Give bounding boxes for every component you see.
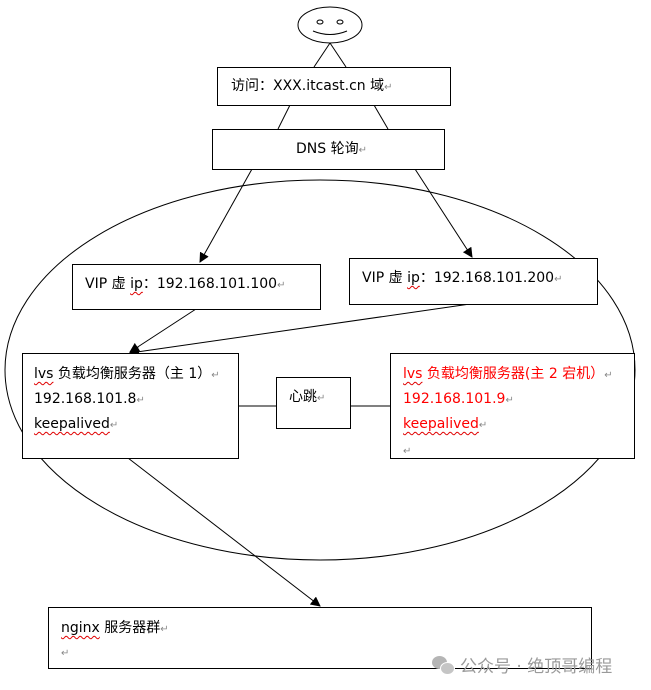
lvs2-title: lvs 负载均衡服务器(主 2 宕机）↵ <box>403 366 613 382</box>
nginx-box <box>48 607 592 669</box>
watermark-text: 公众号 · 绝顶哥编程 <box>460 657 613 677</box>
connector <box>277 104 291 130</box>
lvs2-box <box>390 353 635 459</box>
nginx-label: nginx 服务器群↵ <box>61 620 169 636</box>
vip2-label: VIP 虚 ip：192.168.101.200↵ <box>362 270 563 286</box>
connector <box>373 104 389 130</box>
heartbeat-box <box>276 377 351 429</box>
nginx-empty-line: ↵ <box>61 648 70 659</box>
arrow-vip2-lvs1 <box>129 303 471 357</box>
arrow-dns-vip1 <box>199 168 253 263</box>
arrow-lvs1-nginx <box>127 457 321 607</box>
heartbeat-label: 心跳↵ <box>289 389 326 405</box>
dns-label: DNS 轮询↵ <box>296 141 367 157</box>
smiley-face-icon <box>297 6 363 68</box>
access-box <box>217 67 451 106</box>
arrow-vip1-lvs1 <box>129 308 197 353</box>
lvs2-keepalived: keepalived↵ <box>403 416 488 432</box>
vip2-box <box>349 258 598 305</box>
lvs1-title: lvs 负载均衡服务器（主 1）↵ <box>34 366 220 382</box>
lvs1-keepalived: keepalived↵ <box>34 416 119 432</box>
dns-box <box>212 129 445 170</box>
wechat-icon <box>432 655 455 675</box>
lvs1-ip: 192.168.101.8↵ <box>34 391 145 407</box>
lvs2-ip: 192.168.101.9↵ <box>403 391 514 407</box>
vip1-box <box>72 264 321 310</box>
arrow-dns-vip2 <box>414 168 473 258</box>
lvs1-box <box>22 353 239 459</box>
access-label: 访问：XXX.itcast.cn 域↵ <box>231 78 393 94</box>
lvs2-empty-line: ↵ <box>403 446 412 457</box>
vip1-label: VIP 虚 ip：192.168.101.100↵ <box>85 276 286 292</box>
watermark: 公众号 · 绝顶哥编程 <box>432 652 612 677</box>
